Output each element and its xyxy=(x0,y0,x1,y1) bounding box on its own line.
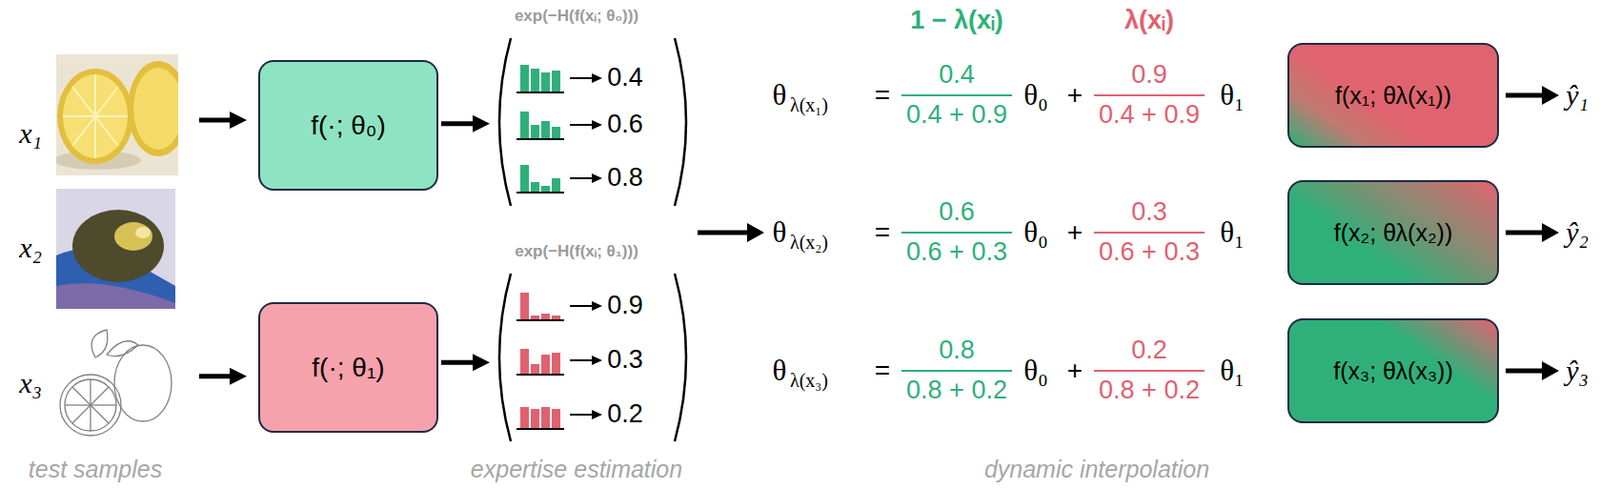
flow-arrow xyxy=(199,373,235,379)
theta-symbol: θ₀ xyxy=(1023,215,1049,250)
fraction-numerator: 0.8 xyxy=(938,335,975,365)
model-box: f(·; θ₀) xyxy=(258,60,439,191)
plus-sign: + xyxy=(1067,80,1083,111)
img-label: x₁ xyxy=(19,117,42,151)
fraction-numerator: 0.9 xyxy=(1131,60,1168,90)
vec-num: 0.9 xyxy=(607,290,644,321)
vec-num: 0.3 xyxy=(607,344,644,375)
fraction-denominator: 0.8 + 0.2 xyxy=(1098,375,1200,406)
vec-num: 0.8 xyxy=(607,162,644,193)
stage-caption: test samples xyxy=(28,455,163,484)
box-label: f(·; θ₀) xyxy=(310,109,386,141)
lemon-rind xyxy=(57,68,134,164)
box-label: f(·; θ₁) xyxy=(311,351,385,383)
expertise-vector: exp(−H(f(xᵢ; θ₀)))0.40.60.8 xyxy=(494,35,692,209)
purple-shade xyxy=(56,283,176,309)
theta-symbol: θ xyxy=(772,353,788,388)
expertise-vector: exp(−H(f(xᵢ; θ₁)))0.90.30.2 xyxy=(494,270,692,445)
prediction-label: ŷ₁ xyxy=(1565,79,1589,113)
img-label: x₂ xyxy=(19,231,42,265)
interpolated-model-box: f(x₂; θλ(x₂)) xyxy=(1287,180,1499,285)
painting-ground xyxy=(56,188,176,309)
out-label: f(x₁; θλ(x₁)) xyxy=(1335,81,1452,110)
fraction-denominator: 0.4 + 0.9 xyxy=(1098,100,1200,130)
theta-symbol: θ₀ xyxy=(1023,78,1049,113)
equals-sign: = xyxy=(874,80,891,111)
theta-subscript: λ(x₁) xyxy=(789,94,829,117)
lemon-flesh xyxy=(133,67,179,150)
lemon-painting xyxy=(56,188,176,309)
vec-head: exp(−H(f(xᵢ; θ₀))) xyxy=(514,6,639,26)
bar-baselines xyxy=(516,92,565,429)
stage-caption: expertise estimation xyxy=(470,455,683,484)
vec-head: exp(−H(f(xᵢ; θ₁))) xyxy=(514,242,639,262)
test-sample: x₁ xyxy=(56,54,179,176)
out-label: f(x₂; θλ(x₂)) xyxy=(1334,219,1453,247)
fraction-numerator: 0.6 xyxy=(938,197,975,227)
equals-sign: = xyxy=(874,217,891,248)
sketch-lines xyxy=(60,329,172,436)
fraction-numerator: 0.4 xyxy=(938,60,975,90)
vec-num: 0.4 xyxy=(607,62,644,93)
lemon-sketch xyxy=(56,324,179,446)
test-sample: x₃ xyxy=(56,324,179,446)
bar-charts-theta1 xyxy=(520,292,561,428)
interpolation-arrow xyxy=(697,222,765,243)
theta-symbol: θ xyxy=(772,78,788,113)
out-label: f(x₃; θλ(x₃)) xyxy=(1333,357,1453,385)
theta-subscript: λ(x₃) xyxy=(789,369,829,392)
flow-arrow xyxy=(199,118,235,123)
flow-arrow xyxy=(441,121,478,126)
theta-symbol: θ₀ xyxy=(1023,353,1049,388)
interpolated-model-box: f(x₃; θλ(x₃)) xyxy=(1287,318,1499,424)
vec-num: 0.6 xyxy=(607,109,644,140)
img-label: x₃ xyxy=(19,366,42,401)
fraction-bars xyxy=(901,95,1205,371)
weight-header: 1 − λ(xᵢ) xyxy=(910,5,1004,36)
model-box: f(·; θ₁) xyxy=(258,302,439,433)
prediction-label: ŷ₃ xyxy=(1565,354,1589,388)
test-sample: x₂ xyxy=(56,188,176,309)
weight-header: λ(xᵢ) xyxy=(1124,5,1175,36)
equals-sign: = xyxy=(874,355,891,386)
fraction-denominator: 0.8 + 0.2 xyxy=(906,375,1008,406)
highlight xyxy=(135,226,151,239)
lemon-rind xyxy=(127,60,179,157)
stage-caption: dynamic interpolation xyxy=(984,455,1210,484)
plus-sign: + xyxy=(1067,355,1083,386)
fraction-denominator: 0.4 + 0.9 xyxy=(906,100,1008,130)
output-arrows xyxy=(1505,85,1560,381)
lemon-body xyxy=(72,209,164,283)
prediction-label: ŷ₂ xyxy=(1565,216,1589,250)
fraction-numerator: 0.2 xyxy=(1131,335,1168,365)
fraction-denominator: 0.6 + 0.3 xyxy=(1098,237,1200,267)
fraction-numerator: 0.3 xyxy=(1131,197,1168,227)
bar-charts-theta0 xyxy=(520,64,561,192)
sketch-ground xyxy=(56,324,179,446)
lemon-photo xyxy=(56,54,179,176)
vector-brackets xyxy=(499,38,687,442)
theta-symbol: θ₁ xyxy=(1219,215,1245,250)
lemon-flesh xyxy=(62,74,128,159)
vec-num: 0.2 xyxy=(607,399,644,429)
plus-sign: + xyxy=(1067,217,1083,248)
theta-symbol: θ₁ xyxy=(1219,353,1245,388)
highlight xyxy=(114,222,153,251)
lemon-segments xyxy=(62,74,128,159)
theta-symbol: θ₁ xyxy=(1219,78,1245,113)
flow-arrow xyxy=(441,360,478,365)
theta-symbol: θ xyxy=(772,215,788,250)
theta-subscript: λ(x₂) xyxy=(789,231,829,254)
fraction-denominator: 0.6 + 0.3 xyxy=(906,237,1008,267)
interpolated-model-box: f(x₁; θλ(x₁)) xyxy=(1287,42,1499,148)
